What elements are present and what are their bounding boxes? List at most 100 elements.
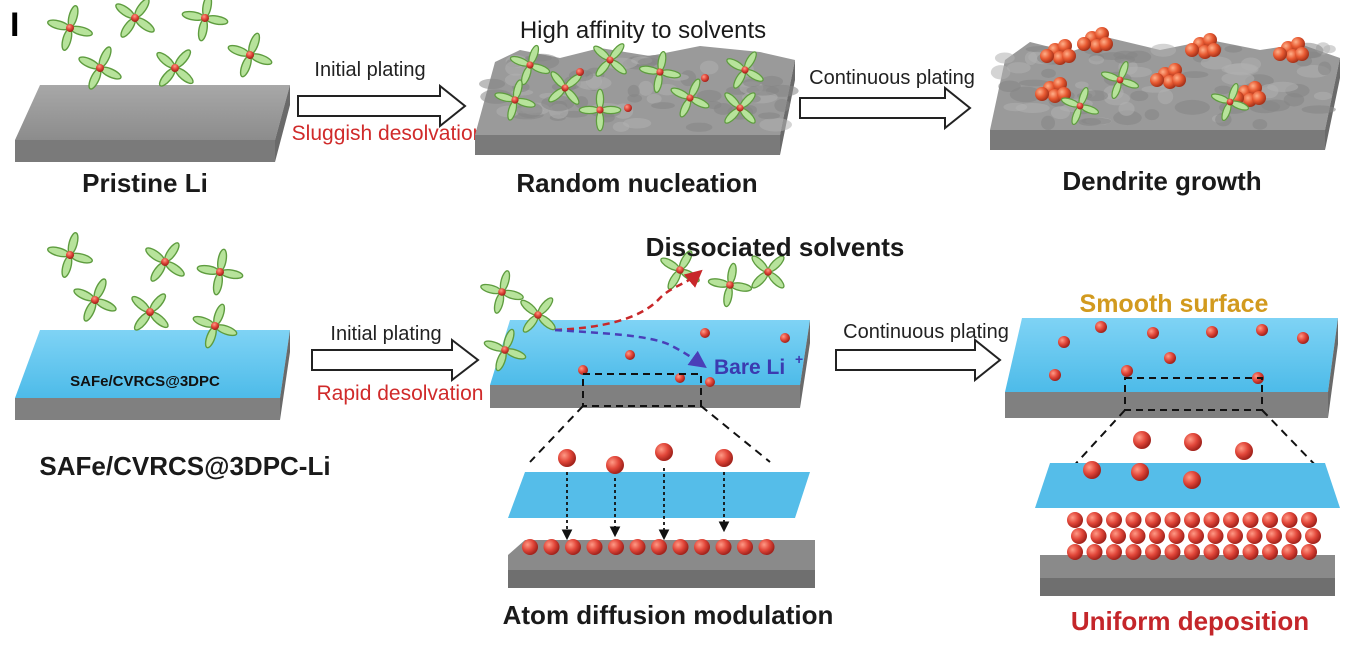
solvent-molecule — [1060, 86, 1100, 126]
surface-bump — [1174, 99, 1210, 115]
surface-bump — [1221, 71, 1255, 86]
zoom-line-left-right — [1069, 409, 1126, 471]
li-ion — [1184, 512, 1200, 528]
li-ion — [1266, 528, 1282, 544]
solvent-core — [526, 61, 534, 69]
surface-bump — [758, 112, 781, 120]
li-ion — [694, 539, 710, 555]
li-ion — [1164, 512, 1181, 528]
solvent-arm — [1120, 78, 1140, 89]
smooth-surface-slab — [1005, 318, 1338, 418]
solvent-molecule — [726, 51, 764, 89]
surface-bump — [760, 75, 784, 87]
surface-bump — [1009, 86, 1042, 103]
surface-bump — [1075, 81, 1089, 89]
li-ion — [1246, 528, 1263, 544]
li-ion — [655, 443, 673, 461]
surface-bump — [1130, 90, 1149, 102]
li-ion — [1086, 544, 1103, 560]
surface-bump — [1041, 68, 1056, 78]
solvent-molecule — [131, 293, 169, 331]
solvent-arm — [196, 264, 220, 275]
atom-diffusion-label: Atom diffusion modulation — [503, 600, 834, 630]
solvent-core — [161, 258, 169, 266]
li-ion — [1184, 433, 1202, 451]
li-ion — [1203, 512, 1220, 528]
surface-bump — [1267, 81, 1299, 92]
high-affinity-label: High affinity to solvents — [520, 17, 766, 44]
li-ion — [1106, 544, 1122, 560]
solvent-core — [201, 14, 209, 22]
surface-bump — [1006, 62, 1031, 74]
li-ion — [1106, 512, 1122, 528]
solvent-arm — [515, 97, 536, 108]
solvent-arm — [181, 10, 205, 21]
li-ion — [1252, 91, 1266, 105]
li-ion — [1168, 528, 1185, 544]
li-ion — [1067, 512, 1083, 528]
solvent-core — [211, 322, 219, 330]
solvent-core — [66, 24, 74, 32]
solvent-core — [726, 281, 734, 289]
surface-bump — [1221, 63, 1258, 75]
solvent-core — [676, 266, 684, 274]
li-ion — [1131, 463, 1149, 481]
surface-bump — [1118, 101, 1135, 116]
rapid-desolvation-label: Rapid desolvation — [317, 382, 484, 405]
solvent-core — [764, 268, 772, 276]
li-ion — [1057, 87, 1071, 101]
li-ion — [737, 539, 753, 555]
li-ion — [565, 539, 581, 555]
surface-bump — [1181, 71, 1209, 79]
li-ion — [1285, 528, 1302, 544]
surface-bump — [1050, 106, 1070, 120]
solvent-core — [501, 346, 509, 354]
solvent-molecule — [1210, 82, 1250, 122]
surface-bump — [759, 117, 792, 132]
surface-bump — [685, 122, 713, 132]
solvent-molecule — [78, 46, 122, 90]
surface-bump — [1113, 110, 1142, 126]
li-ion — [715, 539, 732, 555]
solvent-arm — [205, 15, 229, 26]
surface-bump — [1003, 102, 1028, 112]
surface-bump — [1301, 105, 1336, 114]
solvent-core — [146, 308, 154, 316]
continuous-plating-arrow-top — [799, 85, 972, 131]
solvent-arm — [730, 282, 753, 292]
initial-plating-label-top: Initial plating — [314, 59, 425, 81]
solvent-core — [561, 84, 569, 92]
solvent-arm — [707, 278, 730, 288]
surface-bump — [1224, 45, 1243, 53]
initial-plating-label-bottom: Initial plating — [330, 323, 441, 345]
li-ion — [1086, 512, 1103, 528]
zoom-line-left-middle — [529, 405, 584, 463]
surface-bump — [774, 99, 791, 112]
li-ion — [1305, 528, 1321, 544]
desolvation-slab — [490, 320, 810, 408]
solvent-core — [66, 251, 74, 259]
li-ion — [586, 539, 603, 555]
li-ion — [1242, 512, 1259, 528]
li-ions-zoom-middle — [522, 443, 775, 555]
safe-anode-label: SAFe/CVRCS@3DPC-Li — [39, 451, 330, 481]
solvent-core — [498, 288, 506, 296]
solvent-arm — [727, 262, 737, 285]
zoom-detail-right — [1035, 463, 1340, 596]
li-ion — [1227, 528, 1243, 544]
li-ions-middle — [578, 328, 790, 387]
solvent-core — [686, 94, 694, 102]
solvent-core — [534, 311, 542, 319]
li-ion — [1235, 442, 1253, 460]
surface-bump — [638, 80, 654, 96]
li-ion — [1262, 512, 1278, 528]
zoom-box-middle — [582, 373, 702, 407]
li-ion — [1207, 43, 1221, 57]
li-ion — [1223, 512, 1239, 528]
surface-bump — [651, 102, 675, 110]
solvent-arm — [600, 105, 622, 115]
li-ion — [1184, 544, 1200, 560]
continuous-plating-label-bottom: Continuous plating — [843, 321, 1009, 343]
li-ion — [1035, 87, 1049, 101]
surface-bump — [637, 58, 661, 66]
